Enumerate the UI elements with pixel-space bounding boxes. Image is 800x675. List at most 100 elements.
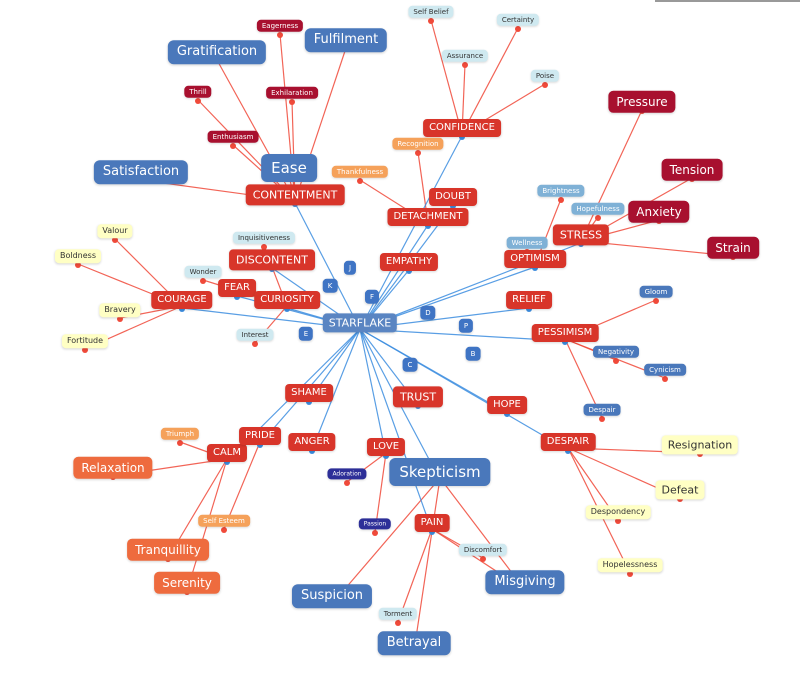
node-thrill[interactable]: Thrill: [184, 85, 212, 99]
node-despair[interactable]: DESPAIR: [540, 433, 596, 451]
edge-endpoint: [82, 347, 88, 353]
node-betrayal[interactable]: Betrayal: [377, 631, 451, 655]
node-relaxation[interactable]: Relaxation: [73, 456, 153, 480]
node-certainty[interactable]: Certainty: [496, 13, 540, 27]
node-calm[interactable]: CALM: [206, 444, 248, 462]
node-gloom[interactable]: Gloom: [639, 285, 673, 299]
node-cynicism[interactable]: Cynicism: [644, 363, 686, 377]
node-shame[interactable]: SHAME: [285, 384, 333, 402]
node-wonder[interactable]: Wonder: [184, 265, 222, 279]
node-torment[interactable]: Torment: [378, 607, 418, 621]
node-interest[interactable]: Interest: [236, 328, 274, 342]
node-resignation[interactable]: Resignation: [661, 435, 739, 455]
node-lp[interactable]: P: [458, 318, 474, 334]
node-brightness[interactable]: Brightness: [537, 184, 585, 198]
edge-endpoint: [615, 518, 621, 524]
node-lj[interactable]: J: [343, 260, 357, 276]
edge-endpoint: [515, 26, 521, 32]
node-tranquillity[interactable]: Tranquillity: [127, 538, 209, 562]
node-wellness[interactable]: Wellness: [506, 236, 548, 250]
node-valour[interactable]: Valour: [97, 224, 133, 238]
node-misgiving[interactable]: Misgiving: [485, 570, 565, 594]
node-lk[interactable]: K: [322, 278, 338, 294]
node-hub[interactable]: STARFLAKE: [322, 313, 398, 333]
node-adoration[interactable]: Adoration: [327, 468, 367, 480]
edge-endpoint: [177, 440, 183, 446]
edge-pain-torment: [397, 528, 433, 623]
node-le[interactable]: E: [298, 326, 314, 342]
edge-contentment-thrill: [197, 99, 296, 202]
node-discomfort[interactable]: Discomfort: [458, 543, 508, 557]
edge-endpoint: [428, 18, 434, 24]
node-bravery[interactable]: Bravery: [99, 303, 141, 317]
node-optimism[interactable]: OPTIMISM: [504, 250, 566, 268]
node-relief[interactable]: RELIEF: [506, 291, 552, 309]
node-empathy[interactable]: EMPATHY: [379, 253, 439, 271]
edge-endpoint: [357, 178, 363, 184]
node-serenity[interactable]: Serenity: [154, 571, 220, 595]
node-despairsm[interactable]: Despair: [583, 403, 621, 417]
node-pride[interactable]: PRIDE: [239, 427, 281, 445]
node-curiosity[interactable]: CURIOSITY: [254, 291, 320, 309]
node-skepticism[interactable]: Skepticism: [389, 458, 491, 486]
node-fear[interactable]: FEAR: [218, 279, 256, 297]
node-love[interactable]: LOVE: [366, 438, 406, 456]
node-pessimism[interactable]: PESSIMISM: [531, 324, 599, 342]
node-contentment[interactable]: CONTENTMENT: [245, 184, 345, 206]
node-doubt[interactable]: DOUBT: [429, 188, 477, 206]
edge-skepticism-suspicion: [331, 477, 441, 605]
node-ld[interactable]: D: [420, 305, 436, 321]
edge-endpoint: [230, 143, 236, 149]
node-lb[interactable]: B: [465, 346, 481, 362]
node-despondency[interactable]: Despondency: [585, 505, 651, 519]
node-recognition[interactable]: Recognition: [392, 137, 444, 151]
node-fulfilment[interactable]: Fulfilment: [304, 28, 388, 52]
node-fortitude[interactable]: Fortitude: [61, 334, 109, 348]
node-eagerness[interactable]: Eagerness: [256, 19, 304, 33]
node-pressure[interactable]: Pressure: [608, 90, 676, 114]
node-suspicion[interactable]: Suspicion: [291, 584, 373, 608]
node-hopefulness[interactable]: Hopefulness: [571, 202, 625, 216]
node-lc[interactable]: C: [402, 357, 418, 373]
node-confidence[interactable]: CONFIDENCE: [423, 119, 501, 137]
node-selfbelief[interactable]: Self Belief: [408, 5, 454, 19]
node-thankfulness[interactable]: Thankfulness: [331, 165, 389, 179]
node-negativity[interactable]: Negativity: [593, 345, 639, 359]
node-gratification[interactable]: Gratification: [167, 40, 267, 64]
edge-endpoint: [261, 244, 267, 250]
node-lf[interactable]: F: [364, 289, 380, 305]
node-inquisitiveness[interactable]: Inquisitiveness: [232, 231, 296, 245]
node-hopelessness[interactable]: Hopelessness: [597, 558, 663, 572]
node-trust[interactable]: TRUST: [392, 386, 444, 408]
edge-endpoint: [462, 62, 468, 68]
node-detachment[interactable]: DETACHMENT: [387, 208, 469, 226]
edge-hub-contentment: [294, 202, 361, 330]
node-stress[interactable]: STRESS: [552, 224, 610, 246]
edge-endpoint: [75, 262, 81, 268]
node-tension[interactable]: Tension: [661, 158, 723, 182]
node-triumph[interactable]: Triumph: [160, 427, 200, 441]
edge-endpoint: [117, 316, 123, 322]
node-enthusiasm[interactable]: Enthusiasm: [207, 130, 259, 144]
edge-confidence-certainty: [461, 27, 519, 135]
node-selfesteem[interactable]: Self Esteem: [198, 514, 250, 528]
edge-endpoint: [480, 556, 486, 562]
node-boldness[interactable]: Boldness: [54, 249, 102, 263]
node-defeat[interactable]: Defeat: [655, 480, 705, 500]
node-strain[interactable]: Strain: [707, 236, 759, 260]
node-anxiety[interactable]: Anxiety: [628, 200, 690, 224]
node-pain[interactable]: PAIN: [414, 514, 450, 532]
node-exhilaration[interactable]: Exhilaration: [266, 86, 318, 100]
edge-hub-anger: [311, 328, 361, 451]
node-satisfaction[interactable]: Satisfaction: [93, 160, 189, 184]
node-passion[interactable]: Passion: [358, 518, 392, 530]
node-courage[interactable]: COURAGE: [151, 291, 213, 309]
node-hope[interactable]: HOPE: [487, 396, 527, 414]
edge-endpoint: [595, 215, 601, 221]
node-anger[interactable]: ANGER: [288, 433, 336, 451]
edge-hub-love: [359, 328, 387, 456]
node-discontent[interactable]: DISCONTENT: [229, 249, 315, 271]
node-ease[interactable]: Ease: [261, 154, 317, 182]
node-poise[interactable]: Poise: [530, 69, 560, 83]
node-assurance[interactable]: Assurance: [441, 49, 489, 63]
